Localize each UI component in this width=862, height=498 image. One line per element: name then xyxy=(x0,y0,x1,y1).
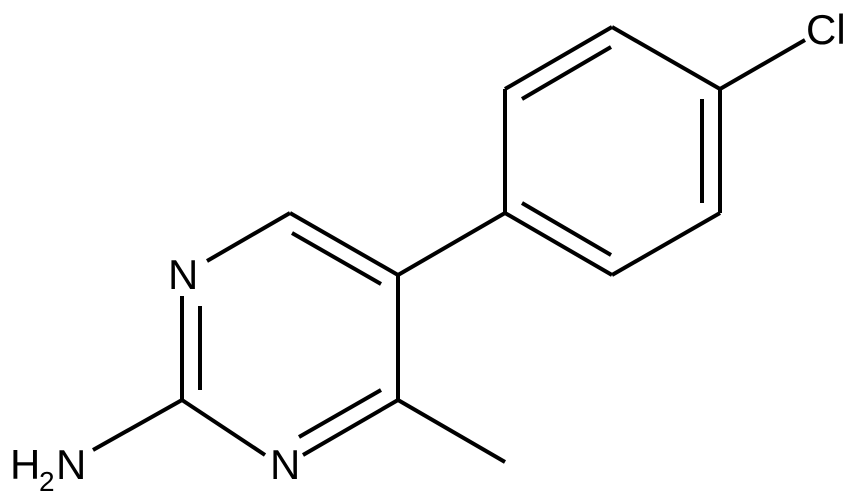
bond-c5-aryl xyxy=(396,211,507,277)
pyrimidine-ring xyxy=(180,211,400,457)
bond-c4-n3-inner xyxy=(298,388,382,439)
atom-label-amine-h-count: 2 xyxy=(39,466,55,497)
bond-n3-c2 xyxy=(180,398,267,457)
bond-ar-c2-c3 xyxy=(503,25,614,91)
bond-c2-amine xyxy=(92,398,183,452)
bond-c6-c5-inner xyxy=(291,231,382,286)
bond-aryl-chlorine xyxy=(719,38,806,91)
atom-label-n3: N xyxy=(270,441,300,488)
bond-ar-c2-c3-inner xyxy=(520,45,613,101)
bond-n1-c6 xyxy=(205,211,292,263)
atom-label-n1: N xyxy=(168,251,198,298)
atom-label-amine-h: H xyxy=(10,441,40,488)
chlorophenyl-ring xyxy=(503,25,722,277)
bond-ar-c6-c1-inner xyxy=(520,201,613,257)
bond-c4-methyl xyxy=(396,398,507,464)
bond-c4-n3 xyxy=(301,398,400,457)
bond-c6-c5 xyxy=(289,211,399,277)
bond-ar-c3-c4 xyxy=(611,25,721,91)
bond-ar-c6-c1 xyxy=(503,211,614,277)
bond-ar-c5-c6 xyxy=(611,211,721,277)
atom-label-amine-n: N xyxy=(56,441,86,488)
atom-label-chlorine: Cl xyxy=(806,6,846,53)
